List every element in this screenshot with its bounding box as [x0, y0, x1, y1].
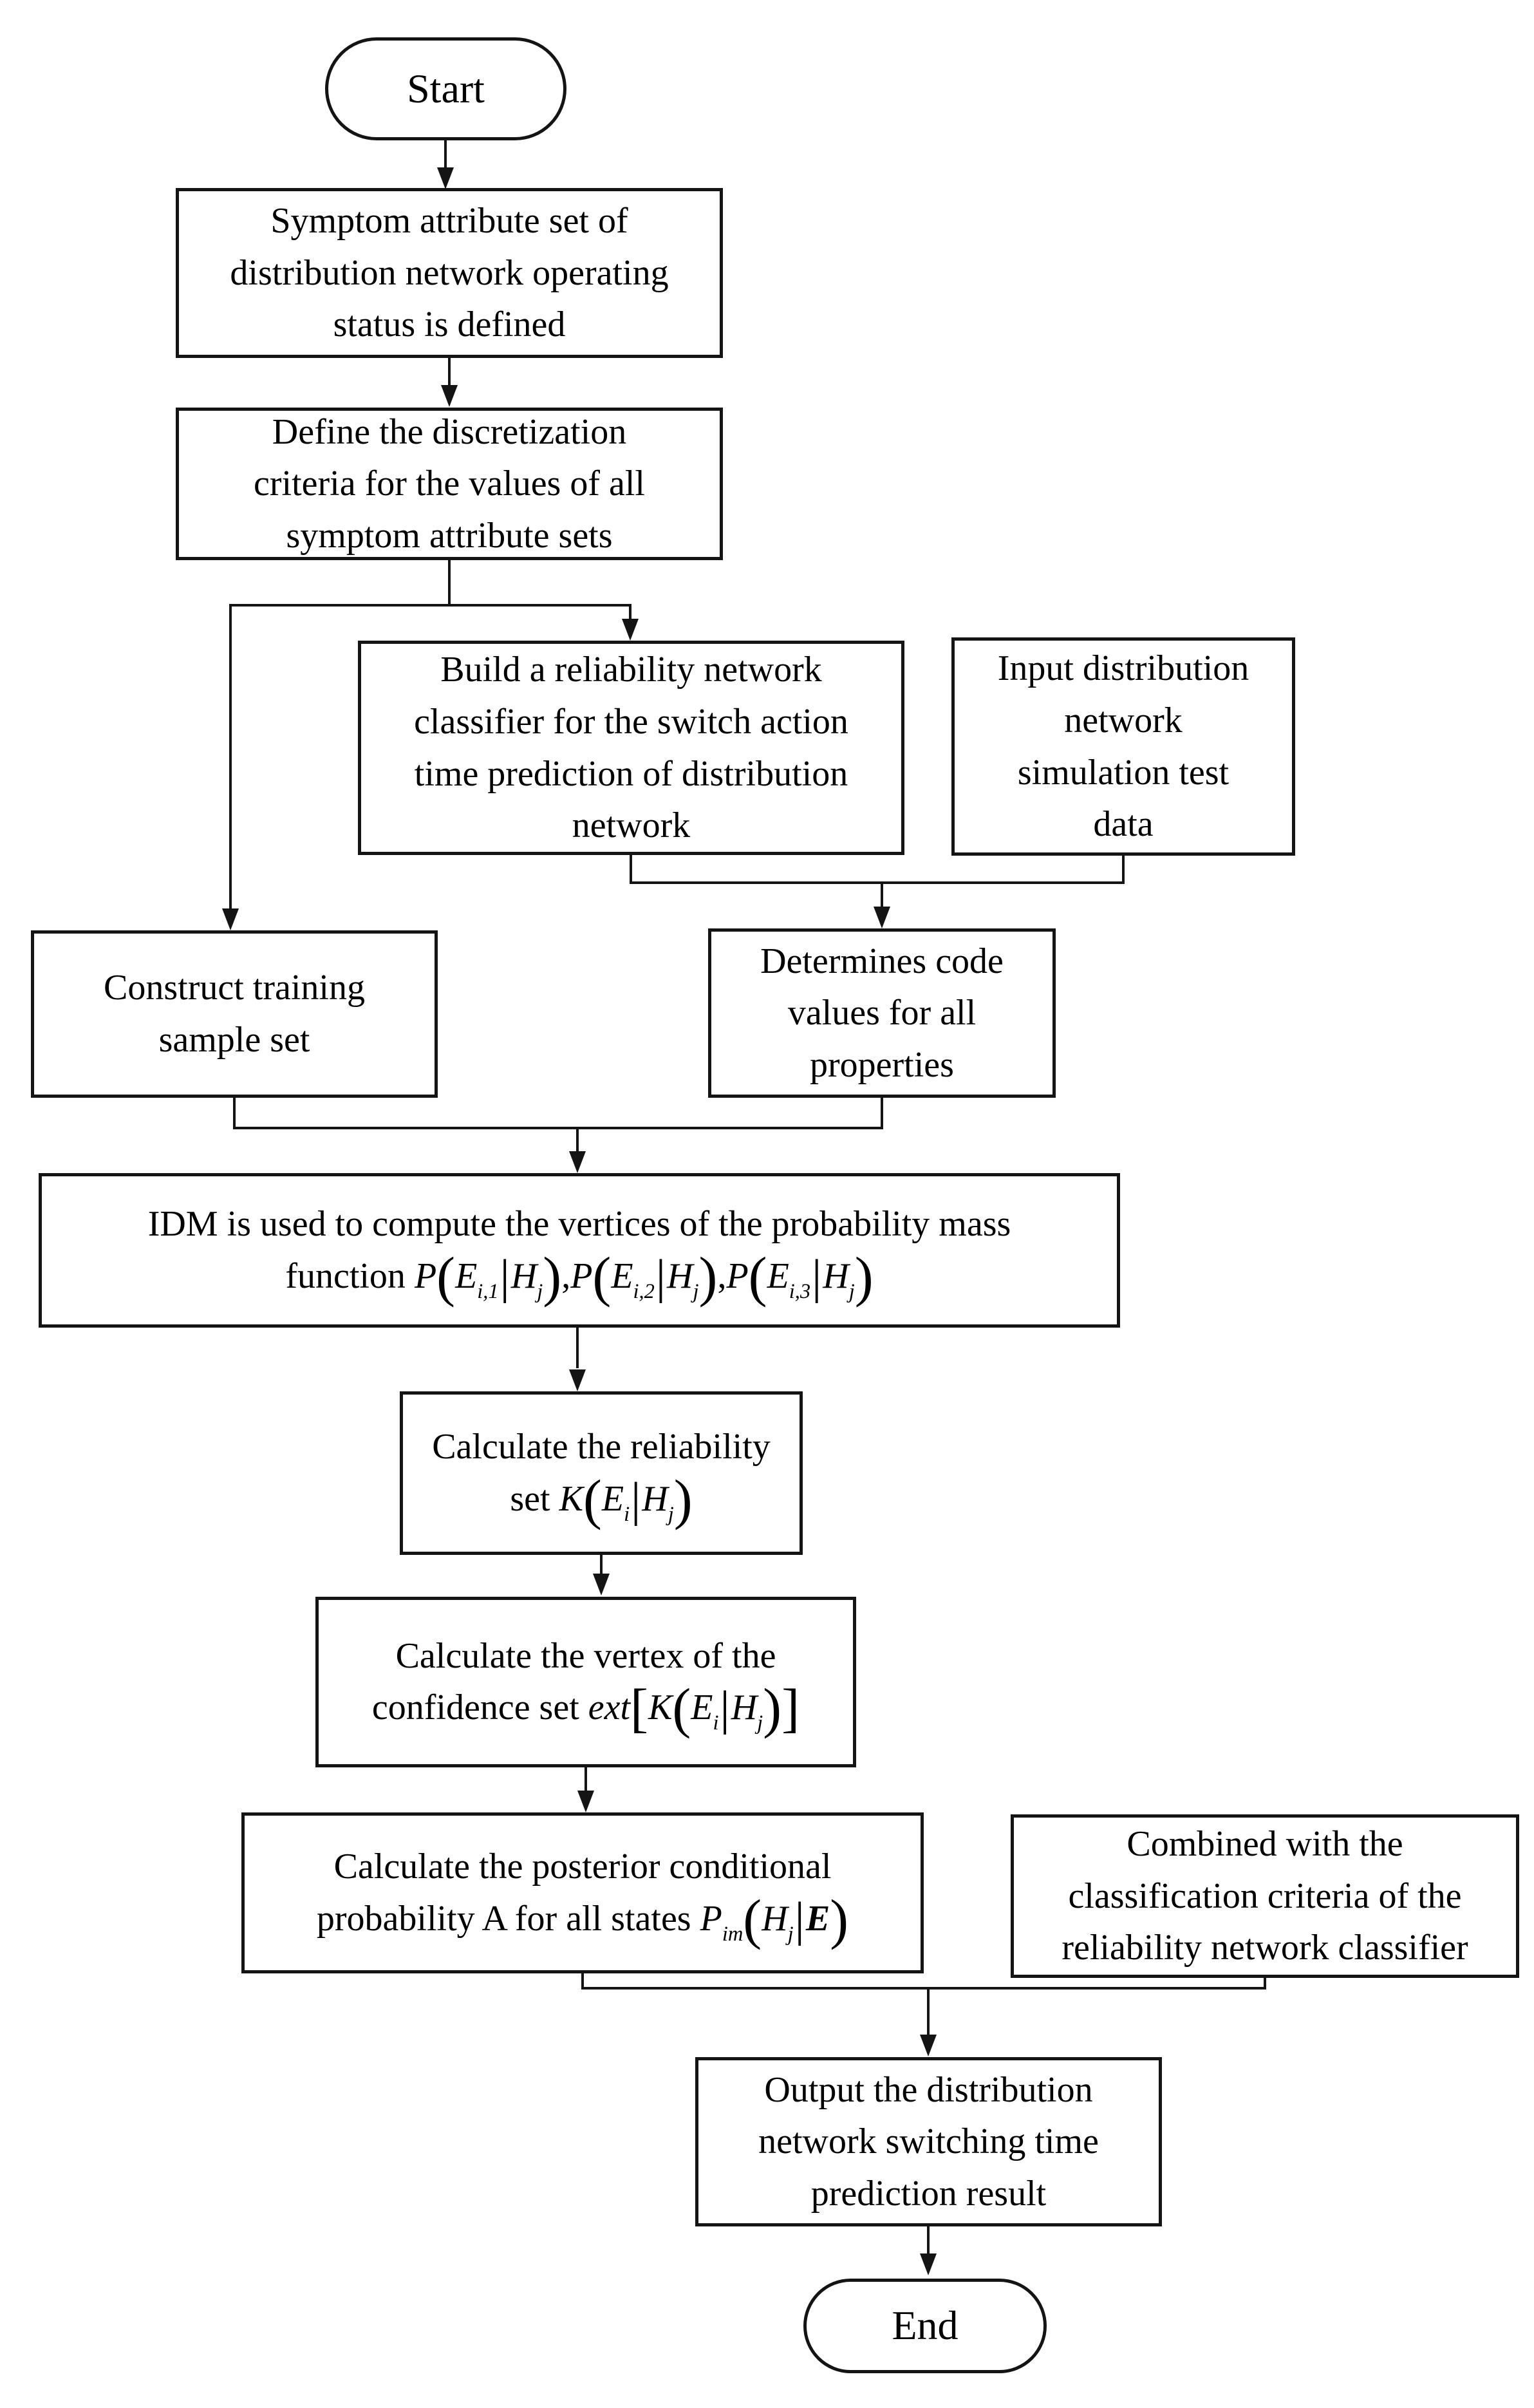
- connector-box6-merge: [881, 1098, 883, 1129]
- arrowhead-merge1-box6: [874, 907, 890, 928]
- node-line: sample set: [158, 1020, 310, 1060]
- node-line: values for all: [787, 993, 977, 1033]
- node-start: Start: [325, 37, 566, 140]
- node-end: End: [803, 2279, 1047, 2373]
- merge2-horizontal-line: [233, 1127, 883, 1129]
- arrowhead-box8-box9: [593, 1574, 610, 1595]
- node-line: properties: [810, 1044, 954, 1085]
- node-line: status is defined: [333, 305, 566, 345]
- node-start-label: Start: [407, 65, 485, 111]
- node-line: criteria for the values of all: [254, 464, 645, 504]
- connector-box1-box2: [448, 358, 451, 388]
- connector-box8-box9: [600, 1555, 603, 1576]
- node-formula: probability A for all states Pim(Hj|E): [316, 1888, 849, 1951]
- node-line: simulation test: [1017, 752, 1230, 793]
- node-line: network switching time: [758, 2121, 1099, 2162]
- node-line: Input distribution: [997, 648, 1249, 689]
- node-end-label: End: [892, 2302, 959, 2349]
- node-line: time prediction of distribution: [414, 753, 848, 794]
- connector-box12-end: [927, 2226, 930, 2256]
- connector-merge2-box7: [576, 1127, 579, 1154]
- connector-box2-split: [448, 560, 451, 607]
- node-line: distribution network operating: [230, 252, 669, 293]
- node-line: data: [1093, 804, 1154, 845]
- node-line: Symptom attribute set of: [270, 201, 628, 241]
- node-idm-probability-mass: IDM is used to compute the vertices of t…: [39, 1173, 1120, 1328]
- arrowhead-merge2-box7: [569, 1151, 586, 1173]
- connector-box7-box8: [576, 1328, 579, 1368]
- node-line: reliability network classifier: [1062, 1928, 1468, 1968]
- node-line: Output the distribution: [764, 2069, 1093, 2110]
- merge1-horizontal-line: [630, 881, 1125, 884]
- node-line: Define the discretization: [272, 411, 627, 452]
- node-combined-classification-criteria: Combined with the classification criteri…: [1011, 1814, 1519, 1978]
- connector-box9-box10: [585, 1767, 587, 1793]
- node-line: symptom attribute sets: [286, 515, 613, 556]
- node-output-prediction-result: Output the distribution network switchin…: [695, 2057, 1162, 2226]
- node-formula: set K(Ei|Hj): [510, 1469, 693, 1531]
- merge3-horizontal-line: [581, 1987, 1266, 1989]
- node-line: Construct training: [104, 968, 365, 1008]
- node-line: prediction result: [810, 2173, 1047, 2214]
- arrowhead-merge3-box12: [920, 2035, 937, 2056]
- node-formula: confidence set ext[K(Ei|Hj)]: [371, 1677, 800, 1740]
- node-line: classifier for the switch action: [414, 701, 848, 742]
- node-line: classification criteria of the: [1068, 1876, 1462, 1916]
- node-line: Calculate the reliability: [432, 1427, 771, 1467]
- arrowhead-box7-box8: [569, 1369, 586, 1391]
- connector-box5-merge: [233, 1098, 236, 1129]
- node-line: network: [1064, 700, 1183, 740]
- node-determine-code-values: Determines code values for all propertie…: [708, 928, 1056, 1098]
- arrowhead-split-box3: [622, 619, 639, 641]
- node-calculate-reliability-set: Calculate the reliability set K(Ei|Hj): [400, 1391, 803, 1555]
- node-line: Calculate the vertex of the: [395, 1635, 776, 1676]
- node-build-reliability-classifier: Build a reliability network classifier f…: [358, 641, 904, 855]
- node-line: Combined with the: [1127, 1824, 1403, 1865]
- connector-split-box5: [229, 604, 232, 911]
- connector-merge3-box12: [927, 1987, 930, 2037]
- arrowhead-start-box1: [437, 167, 454, 189]
- node-define-discretization: Define the discretization criteria for t…: [176, 408, 723, 560]
- node-calculate-confidence-vertex: Calculate the vertex of the confidence s…: [315, 1597, 856, 1767]
- connector-box3-merge: [630, 855, 632, 884]
- node-line: Calculate the posterior conditional: [333, 1847, 832, 1887]
- split-horizontal-line: [229, 604, 631, 607]
- connector-box11-merge: [1264, 1978, 1266, 1989]
- connector-split-box3: [629, 604, 631, 621]
- node-calculate-posterior-probability: Calculate the posterior conditional prob…: [241, 1812, 924, 1973]
- connector-start-box1: [444, 140, 447, 170]
- node-line: network: [572, 805, 691, 846]
- connector-box4-merge: [1122, 856, 1125, 884]
- arrowhead-box9-box10: [577, 1791, 594, 1812]
- node-formula: function P(Ei,1|Hj),P(Ei,2|Hj),P(Ei,3|Hj…: [285, 1246, 874, 1308]
- arrowhead-box1-box2: [441, 385, 458, 407]
- node-line: IDM is used to compute the vertices of t…: [147, 1204, 1011, 1245]
- node-line: Build a reliability network: [440, 650, 822, 690]
- node-construct-training-set: Construct training sample set: [31, 930, 438, 1098]
- node-symptom-attribute-set: Symptom attribute set of distribution ne…: [176, 188, 723, 358]
- connector-box10-merge: [581, 1973, 584, 1989]
- arrowhead-split-box5: [222, 908, 239, 930]
- arrowhead-box12-end: [920, 2253, 937, 2275]
- node-line: Determines code: [760, 941, 1004, 981]
- node-input-simulation-data: Input distribution network simulation te…: [951, 637, 1295, 856]
- connector-merge1-box6: [881, 881, 883, 909]
